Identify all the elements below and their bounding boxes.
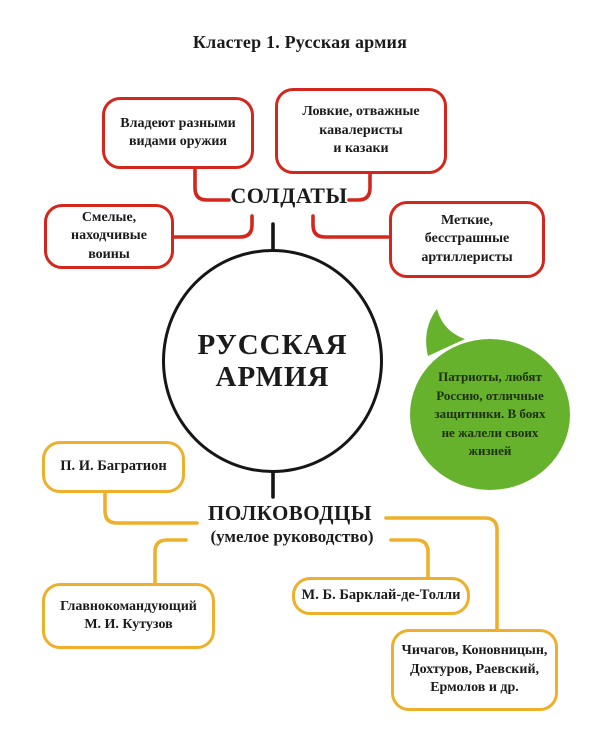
box-artillery-text: Меткие, бесстрашные артиллеристы [421, 212, 513, 265]
box-other-generals: Чичагов, Коновницын, Дохтуров, Раевский,… [391, 629, 558, 711]
connector-artillery-soldiers [311, 214, 390, 239]
box-barclay-text: М. Б. Барклай-де-Толли [301, 587, 461, 604]
box-cavalry: Ловкие, отважные кавалеристы и казаки [275, 88, 447, 174]
connector-cavalry-soldiers [347, 171, 372, 202]
commanders-heading: ПОЛКОВОДЦЫ [207, 501, 372, 525]
central-circle: РУССКАЯ АРМИЯ [162, 249, 383, 473]
page-title: Кластер 1. Русская армия [192, 32, 408, 52]
connector-subheading-barclay [389, 538, 430, 580]
box-brave-warriors-text: Смелые, находчивые воины [71, 209, 147, 262]
connector-commanders-others [384, 516, 499, 633]
soldiers-heading: СОЛДАТЫ [230, 183, 348, 208]
box-weapons: Владеют разными видами оружия [102, 97, 254, 169]
box-other-generals-text: Чичагов, Коновницын, Дохтуров, Раевский,… [401, 643, 548, 696]
central-circle-label: РУССКАЯ АРМИЯ [197, 328, 348, 393]
box-kutuzov-text: Главнокомандующий М. И. Кутузов [60, 598, 197, 632]
speech-bubble-text: Патриоты, любят Россию, отличные защитни… [434, 369, 546, 459]
connector-warriors-soldiers [170, 214, 254, 239]
speech-bubble: Патриоты, любят Россию, отличные защитни… [410, 339, 570, 490]
connector-kutuzov-subheading [153, 538, 188, 584]
connector-bagration-commanders [103, 491, 199, 525]
box-cavalry-text: Ловкие, отважные кавалеристы и казаки [302, 104, 420, 157]
box-brave-warriors: Смелые, находчивые воины [44, 204, 174, 269]
box-bagration-text: П. И. Багратион [60, 458, 167, 475]
connector-weapons-soldiers [193, 166, 231, 202]
box-kutuzov: Главнокомандующий М. И. Кутузов [42, 583, 215, 649]
box-weapons-text: Владеют разными видами оружия [120, 115, 236, 149]
box-bagration: П. И. Багратион [42, 441, 185, 493]
commanders-subheading: (умелое руководство) [210, 527, 374, 546]
box-barclay: М. Б. Барклай-де-Толли [292, 577, 470, 615]
speech-bubble-tail [426, 309, 465, 356]
box-artillery: Меткие, бесстрашные артиллеристы [389, 201, 545, 278]
